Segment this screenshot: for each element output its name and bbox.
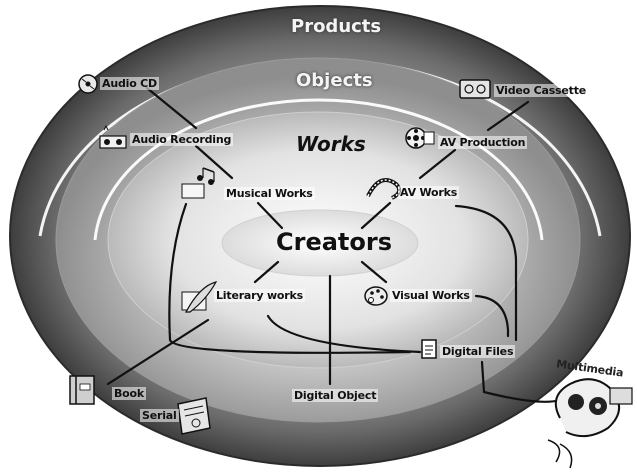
visual-works-label: Visual Works [390, 289, 472, 302]
quill-pen-icon [181, 281, 218, 313]
line-literary-creators [253, 260, 280, 284]
line-musical-digital-files [168, 202, 412, 354]
serial-label: Serial [140, 409, 179, 422]
products-label: Products [291, 16, 382, 37]
line-av-works-digital-files [454, 204, 518, 342]
magazine-icon [177, 397, 211, 435]
line-literary-book [106, 318, 210, 386]
book-label: Book [112, 387, 147, 400]
music-notes-icon [181, 167, 215, 199]
digital-object-label: Digital Object [292, 389, 379, 402]
literary-works-label: Literary works [214, 289, 305, 302]
line-musical-creators [256, 201, 284, 230]
palette-icon [364, 286, 388, 306]
book-icon [69, 375, 95, 405]
video-cassette-label: Video Cassette [494, 84, 589, 97]
document-icon [421, 339, 437, 359]
line-audio-recording-musical [194, 144, 234, 180]
audio-cd-label: Audio CD [100, 77, 159, 90]
objects-divider-arc [93, 98, 544, 241]
digital-files-label: Digital Files [440, 345, 516, 358]
works-label: Works [296, 132, 366, 156]
av-works-label: AV Works [398, 186, 460, 199]
objects-label: Objects [296, 70, 373, 91]
audio-recording-label: Audio Recording [130, 133, 234, 146]
creators-center [221, 209, 419, 277]
musical-works-label: Musical Works [224, 187, 315, 200]
line-av-works-creators [360, 201, 392, 230]
multimedia-icon [547, 378, 633, 469]
line-visual-creators [360, 260, 388, 284]
video-cassette-icon [459, 79, 491, 99]
line-audio-cd-audio-recording [145, 86, 198, 130]
line-video-cassette-av-production [486, 100, 530, 132]
audio-recording-icon [99, 124, 127, 149]
line-av-production-av-works [418, 148, 457, 180]
av-production-label: AV Production [438, 136, 528, 149]
creators-label: Creators [276, 228, 393, 256]
line-literary-digital-files [266, 314, 422, 354]
film-reel-icon [405, 127, 435, 149]
line-visual-digital-files [474, 294, 510, 338]
cd-icon [78, 74, 98, 94]
film-strip-icon [366, 178, 402, 200]
